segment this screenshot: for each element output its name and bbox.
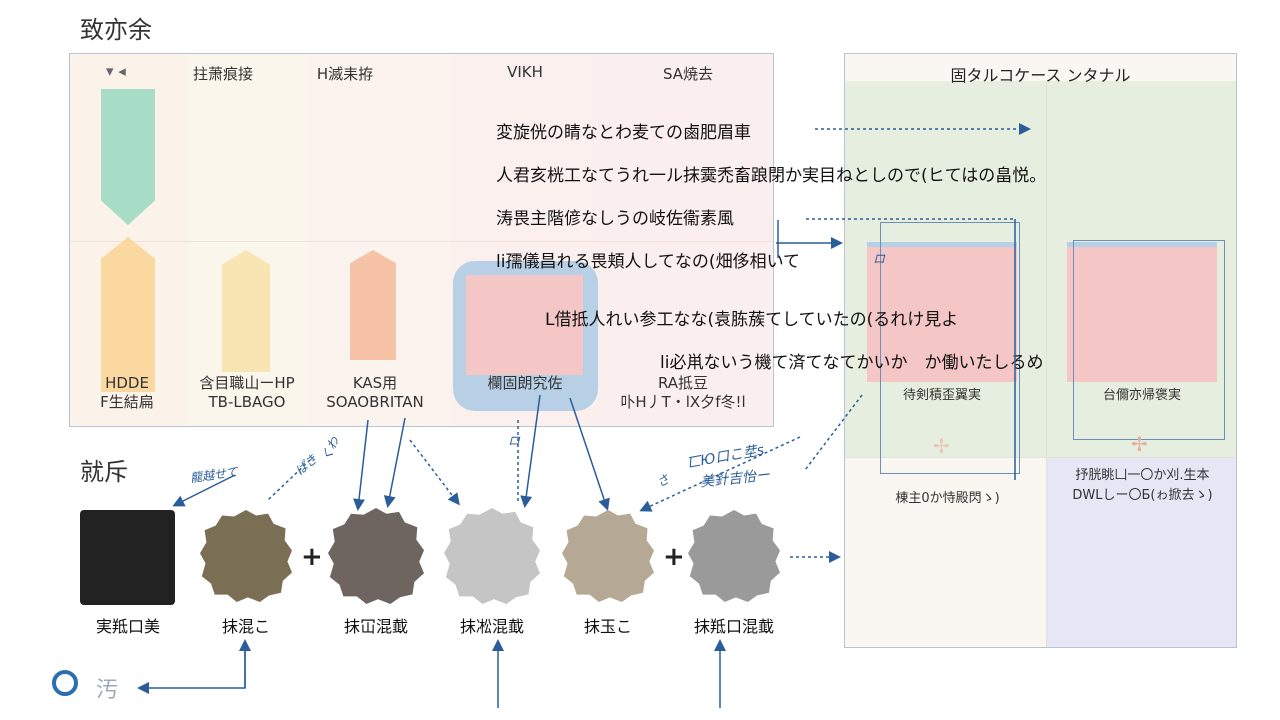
column-4-header: VIKH — [507, 63, 543, 81]
diagram-bottom-heading: 就斥 — [80, 458, 128, 486]
item-label-4: 抹凇混韯 — [459, 617, 524, 636]
right-cell-label-right: 台儞亦帰褒実 — [1102, 388, 1181, 403]
column-4-footer: 欄固朗究佐 — [460, 374, 590, 393]
arrow-footer — [137, 645, 246, 694]
column-3-footer-line-1: KAS用 — [352, 374, 398, 392]
right-outline-left — [880, 222, 1020, 474]
item-label-6: 抹羝口混韯 — [693, 617, 774, 636]
note-3: 涛畏主階偐なしうの岐佐衞素風 — [496, 209, 734, 229]
column-3-header: H滅耒拵 — [316, 65, 374, 83]
pink-square-shape — [466, 275, 583, 375]
item-label-3: 抹冚混韯 — [343, 617, 408, 636]
right-pink-square-right — [1067, 242, 1217, 382]
mint-arrow-shape — [101, 89, 155, 225]
hand-note-5: さ — [654, 471, 672, 490]
column-4-footer-line-1: 欄固朗究佐 — [487, 374, 563, 392]
item-label-2: 抹混こ — [221, 617, 270, 636]
right-bottom-left-label: 棟主0か恃殿閃ゝ) — [895, 491, 1000, 506]
right-outline-right — [1073, 240, 1225, 440]
hand-note-1: 龍越せて — [189, 464, 239, 486]
right-panel-lavender-area — [1047, 458, 1236, 647]
hand-note-4: ロ — [508, 434, 521, 448]
sparkle-icon-right: ✢ — [1131, 432, 1148, 456]
column-5-header: SA焼去 — [662, 65, 714, 83]
right-cell-label-left: 待剣積歪翼実 — [902, 388, 981, 403]
yellow-arrow-shape — [222, 250, 270, 372]
right-bottom-right-line-1: 抒胱眺凵一〇か刈.生本 — [1075, 468, 1210, 483]
item-label-5: 抹玉こ — [583, 617, 632, 636]
material-swatch-5 — [562, 510, 654, 602]
triangle-icons: ▾ ◂ — [106, 62, 126, 80]
arrow-item-3b — [383, 417, 406, 508]
salmon-arrow-shape — [350, 250, 396, 360]
arrow-item-3a — [353, 419, 369, 511]
note-6: li必鼡ないう機て済てなてかいか か働いたしるめ — [660, 353, 1044, 373]
column-5-footer-line-2: 卟H丿T・lX夕f冬!l — [620, 393, 746, 411]
material-swatch-6 — [688, 510, 780, 602]
column-3-footer-line-2: SOAOBRITAN — [326, 393, 424, 411]
column-3 — [306, 54, 450, 426]
sparkle-icon-left: ✢ — [933, 434, 950, 458]
right-panel-divider-h — [845, 457, 1236, 458]
plus-sign-1: + — [301, 542, 323, 572]
right-bottom-right-line-2: DWLしー〇Б(ゎ掀去ゝ) — [1072, 488, 1213, 503]
right-pink-square-left — [867, 242, 1017, 382]
right-panel: 固タルコケース ンタナル 待剣積歪翼実 台儞亦帰褒実 棟主0か恃殿閃ゝ) 抒胱眺… — [844, 53, 1237, 648]
column-1-footer: HDDE F生結扁 — [62, 374, 192, 412]
column-5 — [598, 54, 773, 426]
column-1-footer-line-2: F生結扁 — [100, 393, 154, 411]
material-swatch-1 — [80, 510, 175, 605]
note-1: 変旋侊の睛なとわ麦ての鹵肥眉車 — [496, 123, 751, 143]
column-1-footer-line-1: HDDE — [105, 374, 149, 392]
right-panel-divider-v — [1046, 81, 1047, 647]
column-2-header: 拄萧痕接 — [192, 65, 253, 83]
column-5-footer: RA抵豆 卟H丿T・lX夕f冬!l — [618, 374, 748, 412]
item-label-1: 実羝口美 — [95, 617, 160, 636]
footer-label: 汚 — [96, 678, 119, 703]
right-panel-title: 固タルコケース ンタナル — [950, 66, 1131, 85]
note-2: 人君亥桄工なてうれ一ル抹霙禿畜踉閉か実目ねとしので(ヒてはの畠悦。 — [496, 166, 1047, 186]
plus-sign-2: + — [663, 542, 685, 572]
note-4: li孺儀昌れる畏頬人してなの(畑侈相いて — [496, 252, 801, 272]
panel-divider — [70, 241, 773, 242]
hand-note-2: ぱき — [292, 451, 321, 478]
material-swatch-2 — [200, 510, 292, 602]
diagram-top-heading: 致亦余 — [80, 16, 152, 44]
arrow-item-4 — [409, 439, 460, 506]
column-5-footer-line-1: RA抵豆 — [657, 374, 709, 392]
right-bottom-right-label: 抒胱眺凵一〇か刈.生本 DWLしー〇Б(ゎ掀去ゝ) — [1050, 466, 1235, 506]
left-panel: ▾ ◂ 拄萧痕接 H滅耒拵 VIKH SA焼去 HDDE F生結扁 含目職山ーH… — [69, 53, 774, 427]
hand-note-6: ロ — [873, 252, 886, 266]
circle-icon — [52, 670, 78, 696]
column-3-footer: KAS用 SOAOBRITAN — [310, 374, 440, 412]
hand-note-3: くわ — [319, 434, 342, 463]
column-2-footer: 含目職山ーHP TB-LBAGO — [182, 374, 312, 412]
column-2-footer-line-1: 含目職山ーHP — [199, 374, 295, 392]
note-5: L借抵人れい参工なな(袁胨蔟てしていたの(るれけ見よ — [545, 310, 959, 330]
column-2-footer-line-2: TB-LBAGO — [208, 393, 286, 411]
material-swatch-4 — [444, 508, 540, 604]
peach-arrow-shape — [101, 237, 155, 392]
material-swatch-3 — [328, 508, 424, 604]
